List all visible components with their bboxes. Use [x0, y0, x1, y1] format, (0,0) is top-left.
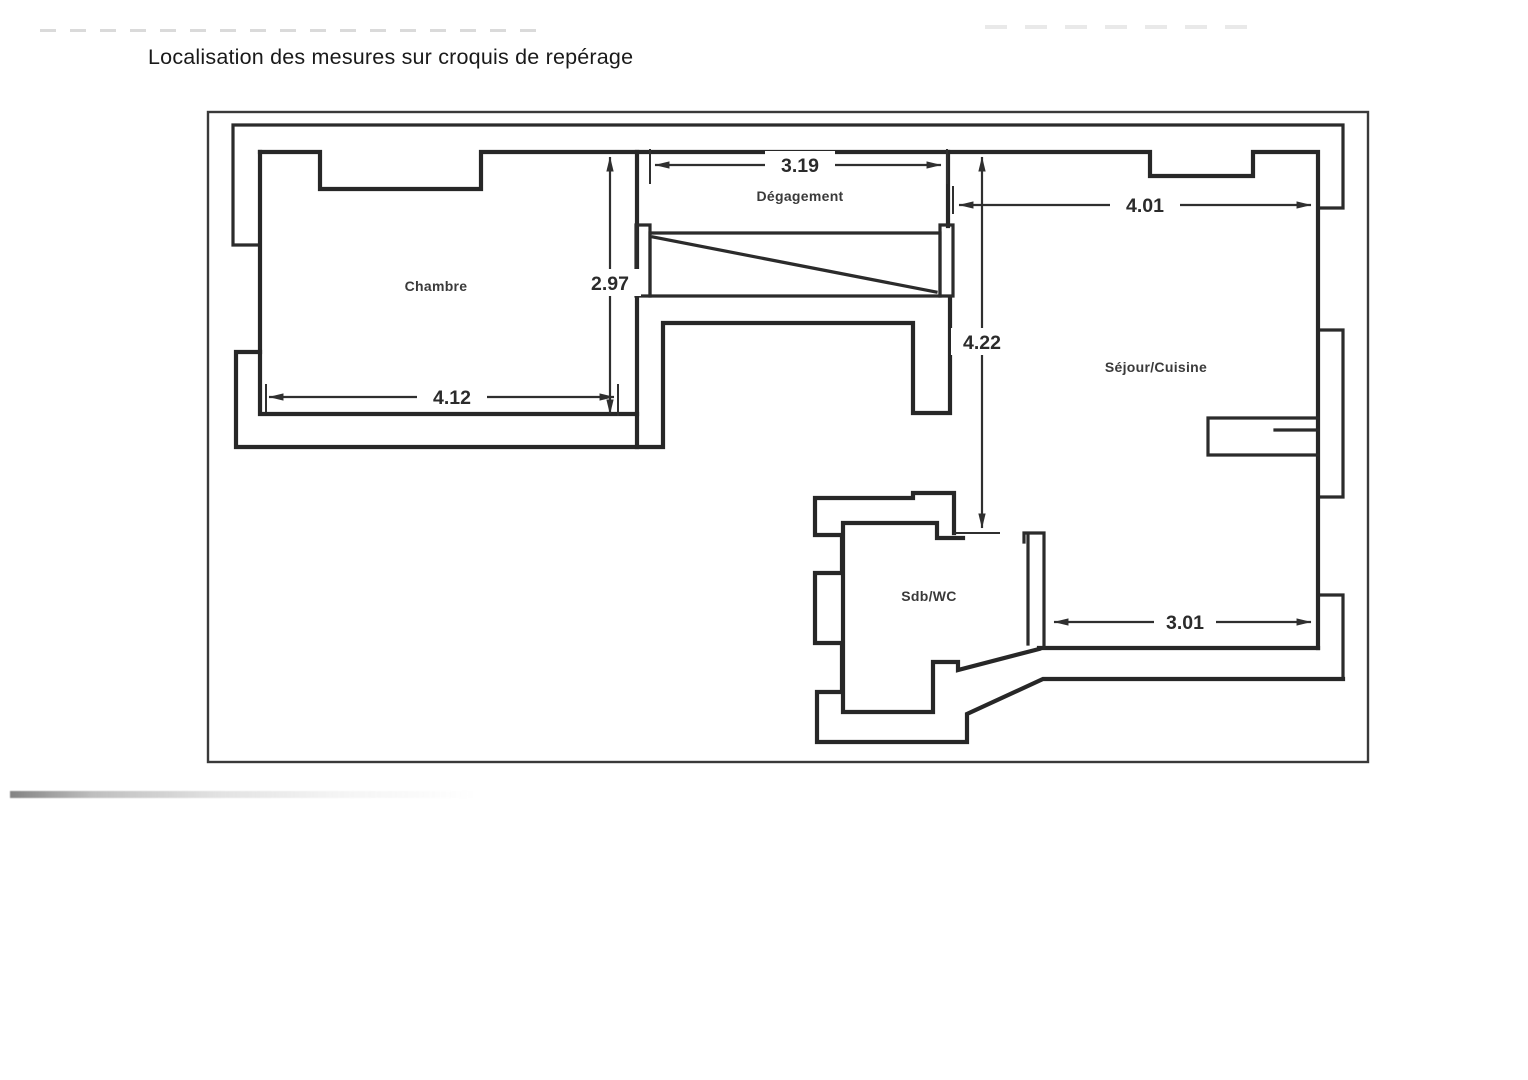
dim-value-chambre-height: 2.97 [591, 273, 629, 295]
wall-sdb-outer-contour [812, 490, 1346, 745]
wall-right-block-lower [1316, 593, 1345, 681]
room-labels: Chambre Dégagement Séjour/Cuisine Sdb/WC [405, 188, 1207, 604]
closet-stub-right [938, 223, 955, 298]
drawing-frame [206, 110, 1370, 764]
wall-top-with-notches [257, 149, 1321, 651]
dim-label-bg [951, 328, 1013, 355]
room-label-chambre: Chambre [405, 278, 468, 294]
dim-value-degagement-width: 3.19 [781, 155, 819, 177]
dim-value-chambre-width: 4.12 [433, 387, 471, 409]
dim-label-bg [1154, 608, 1216, 635]
dim-value-sejour-top-width: 4.01 [1126, 195, 1164, 217]
room-label-sejour-cuisine: Séjour/Cuisine [1105, 359, 1207, 375]
wall-chambre-left-bottom [257, 149, 640, 417]
dimension-labels: 3.19 4.01 2.97 4.12 4.22 3.01 [417, 151, 1216, 635]
dim-value-sejour-lower-width: 3.01 [1166, 612, 1204, 634]
dim-label-bg [579, 269, 641, 296]
dim-label-bg [1110, 191, 1180, 218]
wall-outer-bottom-left-and-hall [233, 295, 953, 450]
wall-sdb-inner-contour [840, 520, 1042, 715]
dim-label-bg [417, 383, 487, 410]
dim-value-hall-height: 4.22 [963, 332, 1001, 354]
room-label-degagement: Dégagement [756, 188, 843, 204]
wall-envelope-top [231, 123, 1345, 247]
wall-right-block-upper [1316, 328, 1345, 499]
room-label-sdb-wc: Sdb/WC [901, 588, 956, 604]
page-title: Localisation des mesures sur croquis de … [148, 45, 633, 69]
dim-label-bg [765, 151, 835, 178]
wall-sdb-right-partition [1022, 531, 1046, 650]
wall-sejour-pillar [1206, 416, 1320, 457]
closet-diagonal [651, 235, 938, 294]
